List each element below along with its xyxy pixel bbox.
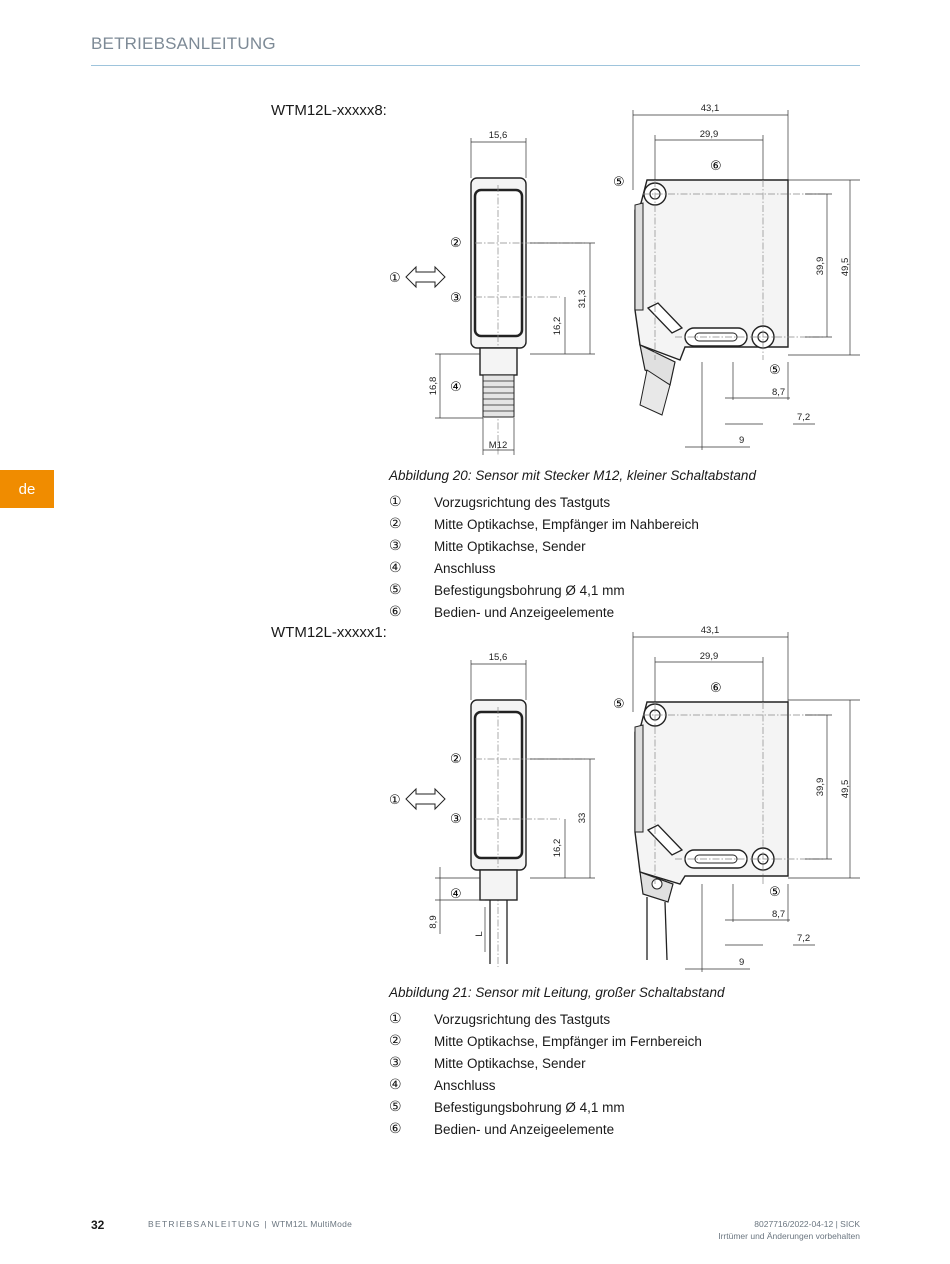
double-arrow-icon <box>405 787 446 811</box>
callout-2: ② <box>450 236 462 251</box>
callout-3: ③ <box>450 812 462 827</box>
callout-6: ⑥ <box>710 159 722 174</box>
dim-height-31: 31,3 <box>577 290 588 309</box>
side-view: 43,1 29,9 49,5 39,9 8,7 7 <box>613 625 860 972</box>
dim-total-width: 43,1 <box>701 103 720 114</box>
dim-height-39: 39,9 <box>815 778 826 797</box>
footer-disclaimer: Irrtümer und Änderungen vorbehalten <box>718 1231 860 1241</box>
footer-right: 8027716/2022-04-12 | SICK Irrtümer und Ä… <box>718 1218 860 1242</box>
front-view: 15,6 31,3 16,2 16,8 M12 ① ② ③ ④ <box>389 130 595 455</box>
dim-cable-length: L <box>474 931 485 936</box>
dim-cable-offset: 8,9 <box>428 915 439 928</box>
dim-7-2: 7,2 <box>797 412 810 423</box>
page-number: 32 <box>91 1218 105 1232</box>
dim-total-width: 43,1 <box>701 625 720 636</box>
header-title: BETRIEBSANLEITUNG <box>91 34 276 53</box>
dim-height-16: 16,2 <box>552 317 563 336</box>
language-tab[interactable]: de <box>0 470 54 508</box>
footer-document-title: BETRIEBSANLEITUNG | WTM12L MultiMode <box>148 1219 353 1229</box>
callout-5: ⑤ <box>613 697 625 712</box>
callout-6: ⑥ <box>710 681 722 696</box>
dim-inner-width: 29,9 <box>700 129 719 140</box>
dim-inner-width: 29,9 <box>700 651 719 662</box>
dim-thread: M12 <box>489 440 507 451</box>
callout-2: ② <box>450 752 462 767</box>
dim-7-2: 7,2 <box>797 933 810 944</box>
dim-height-49: 49,5 <box>840 258 851 277</box>
dim-front-width: 15,6 <box>489 652 508 663</box>
callout-3: ③ <box>450 291 462 306</box>
callout-1: ① <box>389 271 401 286</box>
figure-caption-2: Abbildung 21: Sensor mit Leitung, großer… <box>389 985 725 1000</box>
side-view: 43,1 29,9 49,5 39,9 8,7 7,2 <box>613 103 860 450</box>
header-divider <box>91 65 860 66</box>
dim-9: 9 <box>739 957 744 968</box>
dimension-drawing-1: 15,6 31,3 16,2 16,8 M12 ① ② ③ ④ <box>389 103 860 455</box>
footer-doc-id: 8027716/2022-04-12 | SICK <box>754 1219 860 1229</box>
dim-height-16: 16,2 <box>552 839 563 858</box>
figure-caption-1: Abbildung 20: Sensor mit Stecker M12, kl… <box>389 468 756 483</box>
front-view: 15,6 33 16,2 8,9 L ① ② ③ ④ <box>389 652 595 967</box>
variant-label-2: WTM12L-xxxxx1: <box>271 624 387 641</box>
callout-4: ④ <box>450 887 462 902</box>
callout-4: ④ <box>450 380 462 395</box>
dim-8-7: 8,7 <box>772 387 785 398</box>
dim-height-33: 33 <box>577 813 588 824</box>
dimension-drawing-2: 15,6 33 16,2 8,9 L ① ② ③ ④ 43,1 29,9 <box>389 625 860 972</box>
callout-1: ① <box>389 793 401 808</box>
dim-9: 9 <box>739 435 744 446</box>
dim-8-7: 8,7 <box>772 909 785 920</box>
double-arrow-icon <box>405 265 446 289</box>
footer-doc-type: BETRIEBSANLEITUNG <box>148 1219 261 1229</box>
footer-product: WTM12L MultiMode <box>271 1219 353 1229</box>
dim-connector-length: 16,8 <box>428 377 439 396</box>
dim-height-39: 39,9 <box>815 257 826 276</box>
dim-front-width: 15,6 <box>489 130 508 141</box>
callout-5b: ⑤ <box>769 885 781 900</box>
callout-5: ⑤ <box>613 175 625 190</box>
variant-label-1: WTM12L-xxxxx8: <box>271 102 387 119</box>
callout-5b: ⑤ <box>769 363 781 378</box>
dim-height-49: 49,5 <box>840 780 851 799</box>
